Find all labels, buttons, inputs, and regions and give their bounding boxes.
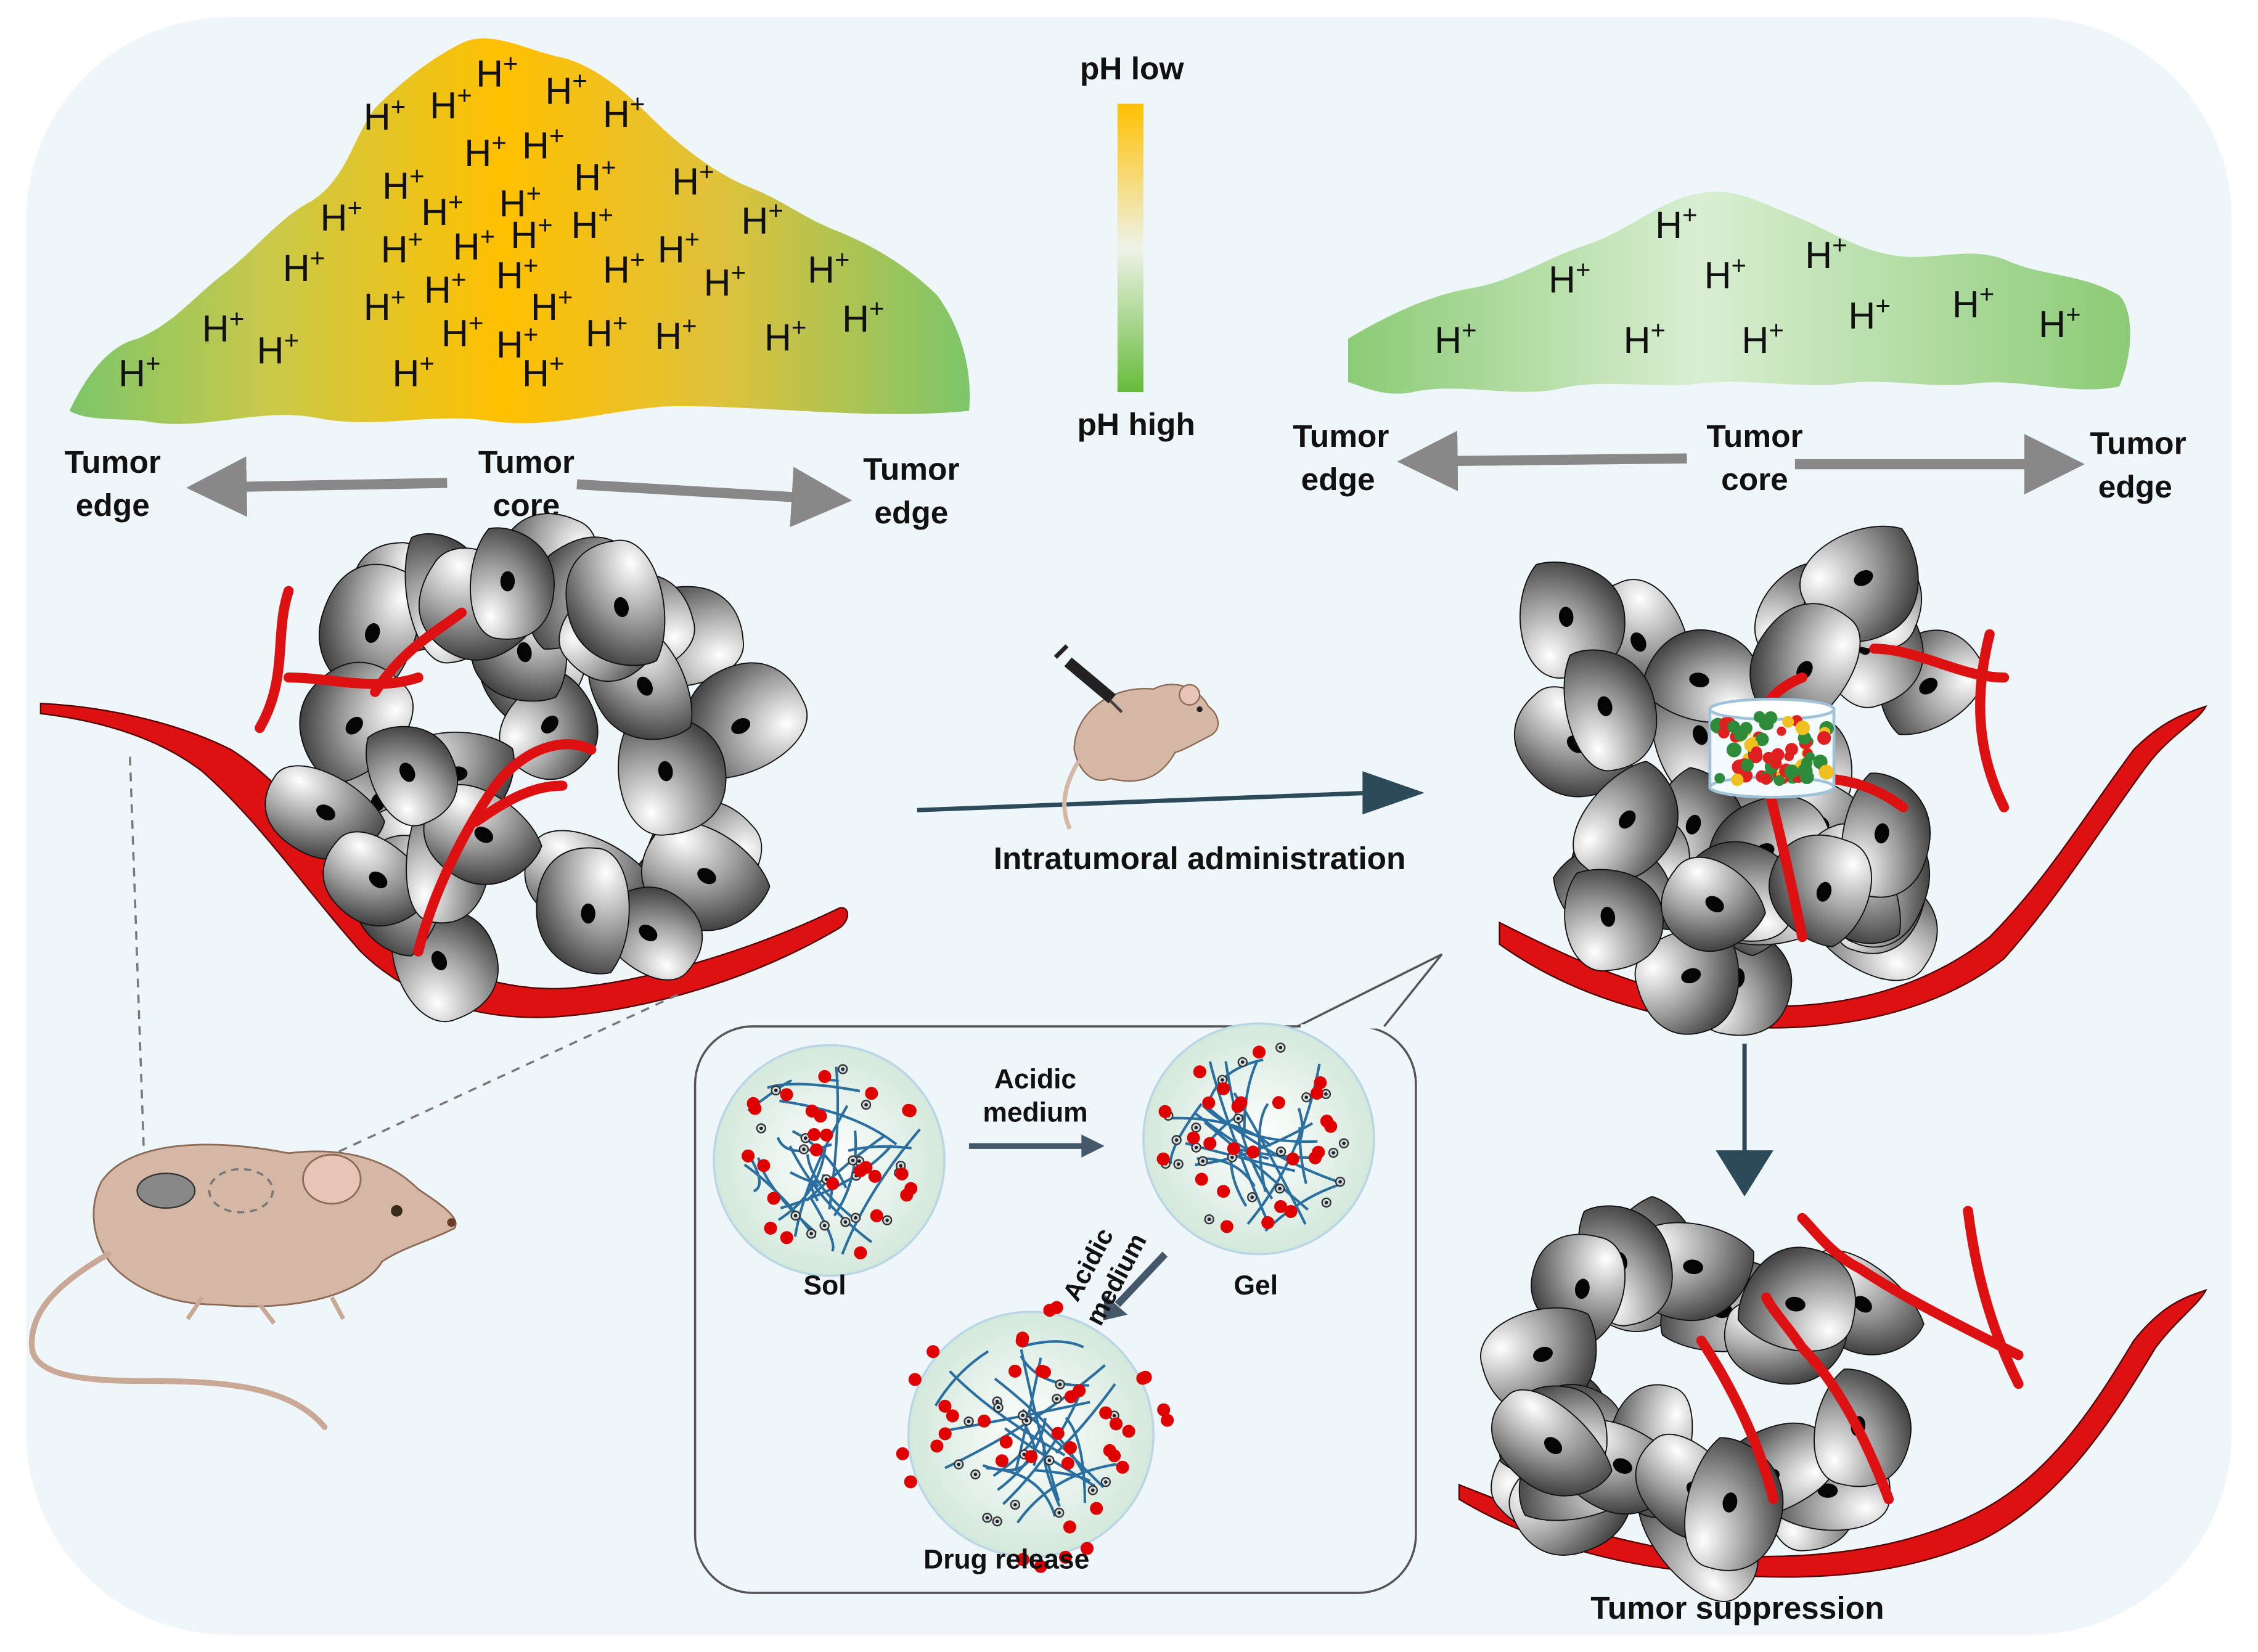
suppressed-tumor-cells — [1480, 1196, 1925, 1602]
zoom-callout-line-2 — [288, 994, 679, 1176]
left-tumor-vessel-branch-2 — [413, 739, 597, 957]
hydrogen-ion: H+ — [392, 348, 434, 394]
right-tumor — [1499, 525, 2207, 1036]
acidic-arrow-2 — [1115, 1251, 1168, 1307]
hydrogen-ion: H+ — [382, 161, 424, 206]
tumor-cell — [470, 527, 555, 640]
tumor-cell — [1520, 562, 1626, 679]
sol-label: Sol — [804, 1270, 846, 1301]
hydrogen-ion: H+ — [764, 313, 806, 358]
tumor-cell — [1661, 856, 1766, 952]
hydrogen-ion: H+ — [381, 224, 423, 270]
zoom-callout-line-1 — [129, 756, 146, 1168]
ph-high-label: pH high — [1077, 406, 1195, 442]
left-tumor — [39, 513, 849, 1023]
left-edge-label-1: Tumor — [65, 444, 161, 480]
acidic-arrow-1-head — [1081, 1134, 1105, 1158]
tumor-cell — [565, 539, 666, 666]
inset-callout-pointer — [1297, 953, 1443, 1028]
right-ph-gradient-region — [1348, 191, 2130, 394]
gel-state-circle — [1142, 1022, 1375, 1256]
hydrogel-depot-icon — [1708, 697, 1836, 799]
right-hydrogen-ions: H+H+H+H+H+H+H+H+H+H+ — [1434, 200, 2080, 361]
right-right-edge-label-1: Tumor — [2090, 425, 2186, 461]
tumor-cell — [322, 831, 432, 926]
hydrogen-ion: H+ — [1434, 316, 1476, 361]
hydrogen-ion: H+ — [1741, 316, 1783, 361]
left-arrow-to-right-edge — [576, 467, 853, 528]
left-tumor-vessel-branch-1 — [255, 586, 467, 734]
right-left-edge-label-1: Tumor — [1293, 418, 1389, 454]
tumor-cell — [1684, 1437, 1784, 1571]
left-gradient-axis: Tumor edge Tumor core Tumor edge — [65, 444, 960, 530]
mouse-icon — [28, 1143, 457, 1430]
right-core-label-2: core — [1721, 461, 1788, 497]
left-edge-label-2: edge — [76, 487, 150, 523]
administration-arrow — [917, 790, 1370, 812]
suppressed-tumor — [1458, 1196, 2207, 1602]
left-core-label-1: Tumor — [478, 444, 575, 480]
hydrogen-ion: H+ — [522, 121, 564, 166]
mouse-icon — [1062, 684, 1219, 830]
left-ph-gradient-region — [69, 38, 970, 424]
hydrogen-ion: H+ — [364, 282, 406, 328]
hydrogen-ion: H+ — [364, 92, 406, 137]
right-arrow-to-left-edge — [1397, 430, 1687, 491]
hydrogen-ion: H+ — [1805, 231, 1847, 276]
tumor-cell — [1563, 649, 1658, 772]
suppressed-tumor-vessel-branches — [1696, 1206, 2024, 1505]
gel-label: Gel — [1233, 1270, 1278, 1301]
hydrogen-ion: H+ — [603, 245, 645, 290]
acidic-arrow-2-head — [1103, 1294, 1128, 1321]
left-right-edge-label-1: Tumor — [863, 451, 959, 487]
left-arrow-to-edge — [186, 456, 448, 517]
right-core-label-1: Tumor — [1706, 418, 1802, 454]
acidic-arrow-1-label-1: Acidic — [994, 1065, 1076, 1095]
tumor-cell — [1737, 1246, 1856, 1352]
tumor-cell — [1491, 1389, 1613, 1497]
acidic-arrow-1-label-2: medium — [983, 1097, 1087, 1127]
suppression-label: Tumor suppression — [1590, 1590, 1884, 1625]
administration-label: Intratumoral administration — [994, 840, 1406, 876]
ph-scale-bar — [1117, 104, 1143, 393]
sol-state-circle — [713, 1044, 946, 1277]
suppression-arrow-head — [1716, 1150, 1773, 1197]
tumor-cell — [1564, 869, 1664, 971]
right-tumor-vessel-branches — [1752, 629, 2010, 943]
mouse-tumor-spot — [136, 1172, 196, 1209]
hydrogen-ion: H+ — [522, 348, 564, 394]
syringe-icon — [1053, 644, 1123, 713]
tumor-cell — [366, 726, 458, 827]
drug-release-label: Drug release — [923, 1544, 1089, 1574]
hydrogen-ion: H+ — [571, 200, 613, 245]
administration-arrow-head — [1362, 771, 1425, 815]
tumor-cell — [536, 847, 630, 975]
right-left-edge-label-2: edge — [1301, 461, 1375, 497]
ph-low-label: pH low — [1080, 51, 1185, 86]
left-right-edge-label-2: edge — [874, 494, 948, 530]
drug-release-circle — [896, 1301, 1174, 1573]
right-right-edge-label-2: edge — [2098, 468, 2172, 504]
right-gradient-axis: Tumor edge Tumor core Tumor edge — [1293, 418, 2186, 504]
